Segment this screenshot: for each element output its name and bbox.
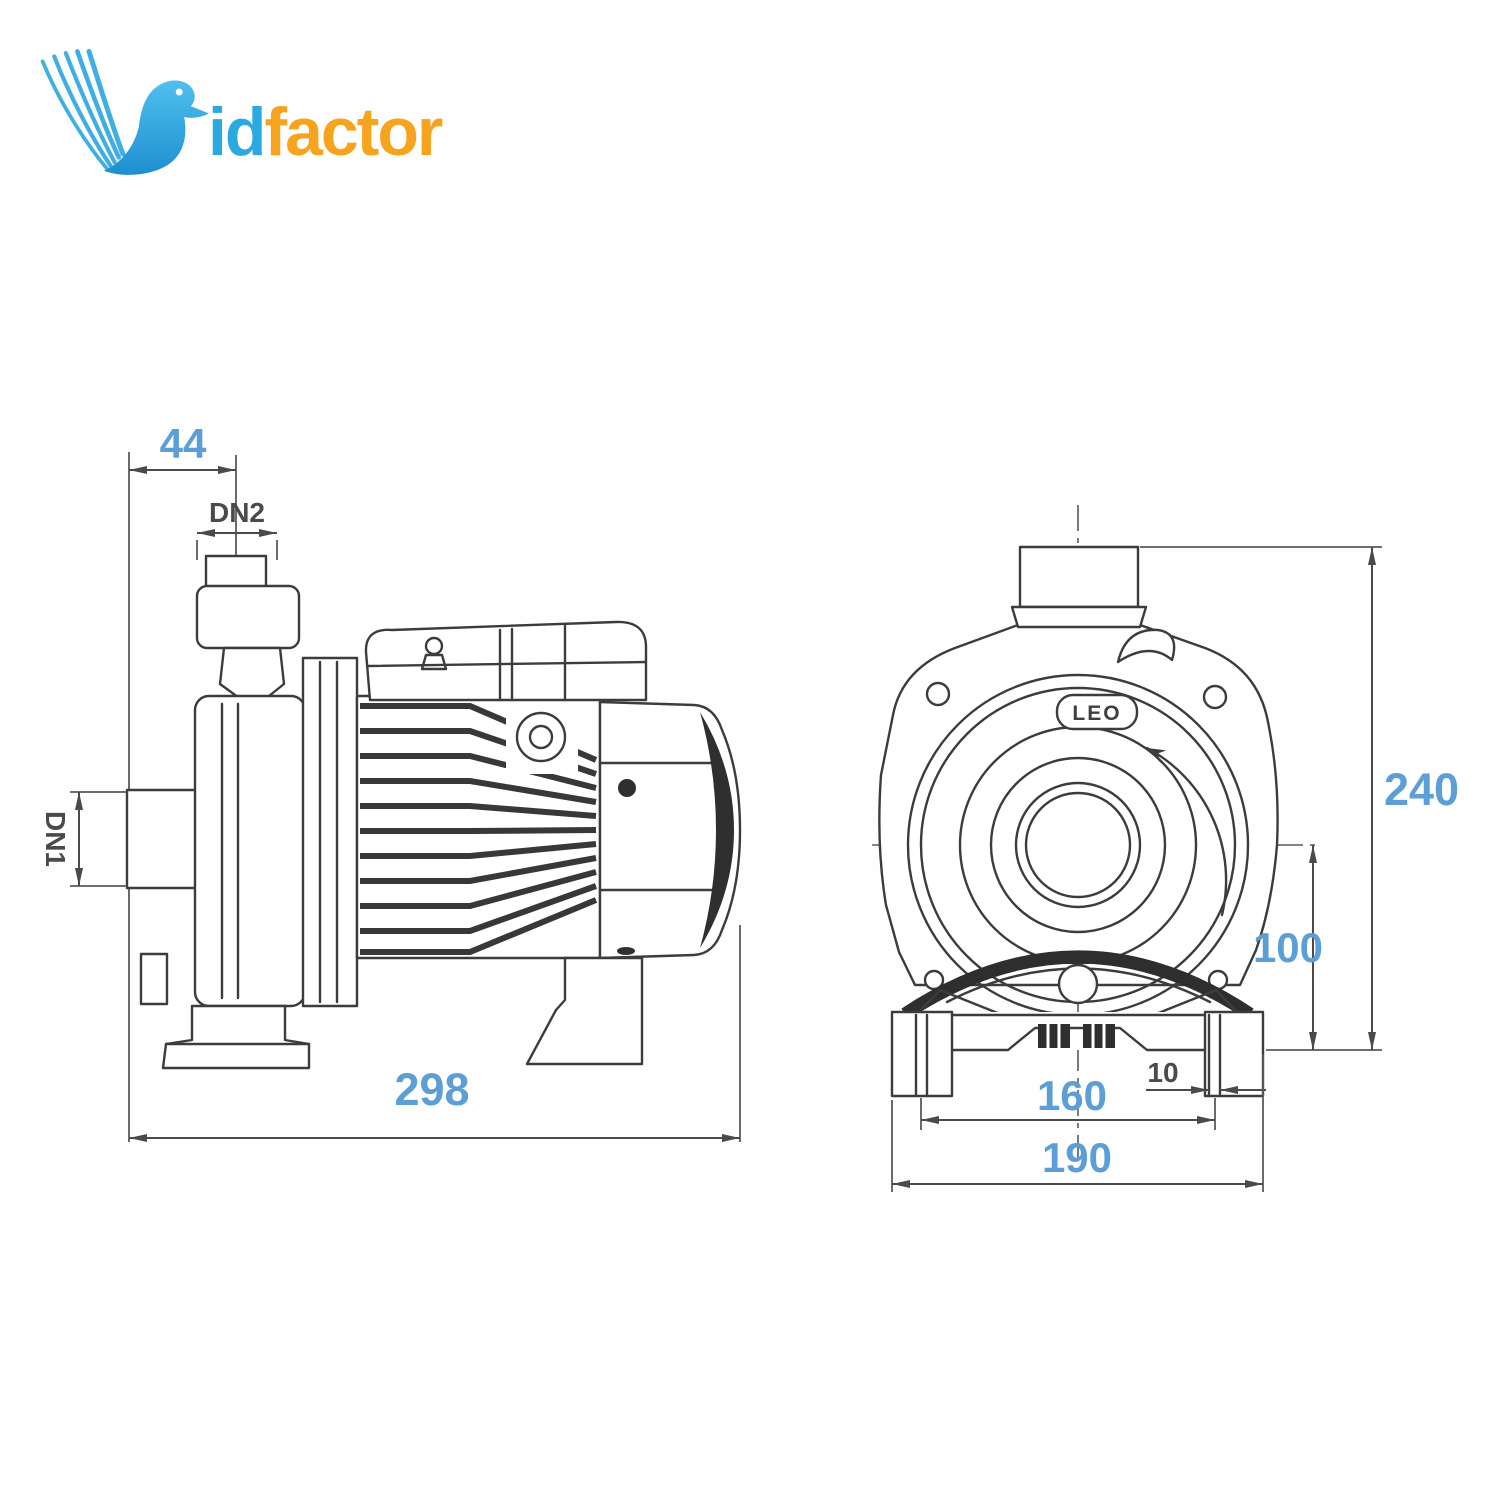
dimension-160: 160 <box>920 1072 1216 1130</box>
suction-port <box>125 788 199 890</box>
discharge-port <box>195 554 301 702</box>
front-discharge-port <box>1010 545 1148 629</box>
drain-plug <box>1057 963 1099 1005</box>
priming-boss <box>1116 628 1176 664</box>
terminal-box-screw <box>424 636 444 656</box>
dimension-44: 44 <box>129 420 236 474</box>
pump-foot <box>139 952 311 1070</box>
dimension-100: 100 <box>1253 845 1323 1050</box>
brand-badge: LEO <box>1055 693 1139 731</box>
dimension-240: 240 <box>1140 546 1459 1051</box>
dimension-dn1: DN1 <box>40 791 127 887</box>
dim-44-label: 44 <box>160 420 207 467</box>
dim-10-label: 10 <box>1147 1057 1178 1088</box>
casing-bolts <box>923 681 1229 991</box>
front-casing-outline <box>878 623 1279 987</box>
side-view: 44 DN2 DN1 298 <box>40 420 742 1142</box>
dim-160-label: 160 <box>1037 1072 1107 1119</box>
dim-100-label: 100 <box>1253 924 1323 971</box>
front-view: LEO <box>872 505 1459 1192</box>
dn2-label: DN2 <box>209 497 265 528</box>
eye-bolt <box>506 698 578 774</box>
dimension-10: 10 <box>1146 1057 1266 1094</box>
terminal-box <box>364 620 648 702</box>
flange-adapter <box>301 656 359 1008</box>
logo-bird-icon <box>40 48 210 175</box>
brand-label: LEO <box>1072 702 1121 725</box>
vidfactor-logo: idfactor <box>36 40 443 192</box>
logo-wordmark: idfactor <box>208 98 443 166</box>
anchor-slots <box>1038 1024 1115 1048</box>
motor-foot <box>525 956 644 1066</box>
dn1-label: DN1 <box>40 811 71 867</box>
dimension-298: 298 <box>129 1064 740 1142</box>
support-saddle <box>901 950 1254 1020</box>
dimension-190: 190 <box>891 1054 1264 1192</box>
fan-cover <box>598 700 742 960</box>
dim-298-label: 298 <box>394 1064 469 1115</box>
pump-base <box>890 1010 1265 1098</box>
vent-hole <box>618 779 636 797</box>
dim-190-label: 190 <box>1042 1134 1112 1181</box>
rotation-arrow-icon <box>1145 746 1228 917</box>
pump-casing <box>193 694 307 1008</box>
dimension-dn2: DN2 <box>196 497 278 560</box>
logo-text-factor: factor <box>264 94 443 170</box>
logo-text-id: id <box>208 94 266 170</box>
dim-240-label: 240 <box>1384 764 1459 815</box>
